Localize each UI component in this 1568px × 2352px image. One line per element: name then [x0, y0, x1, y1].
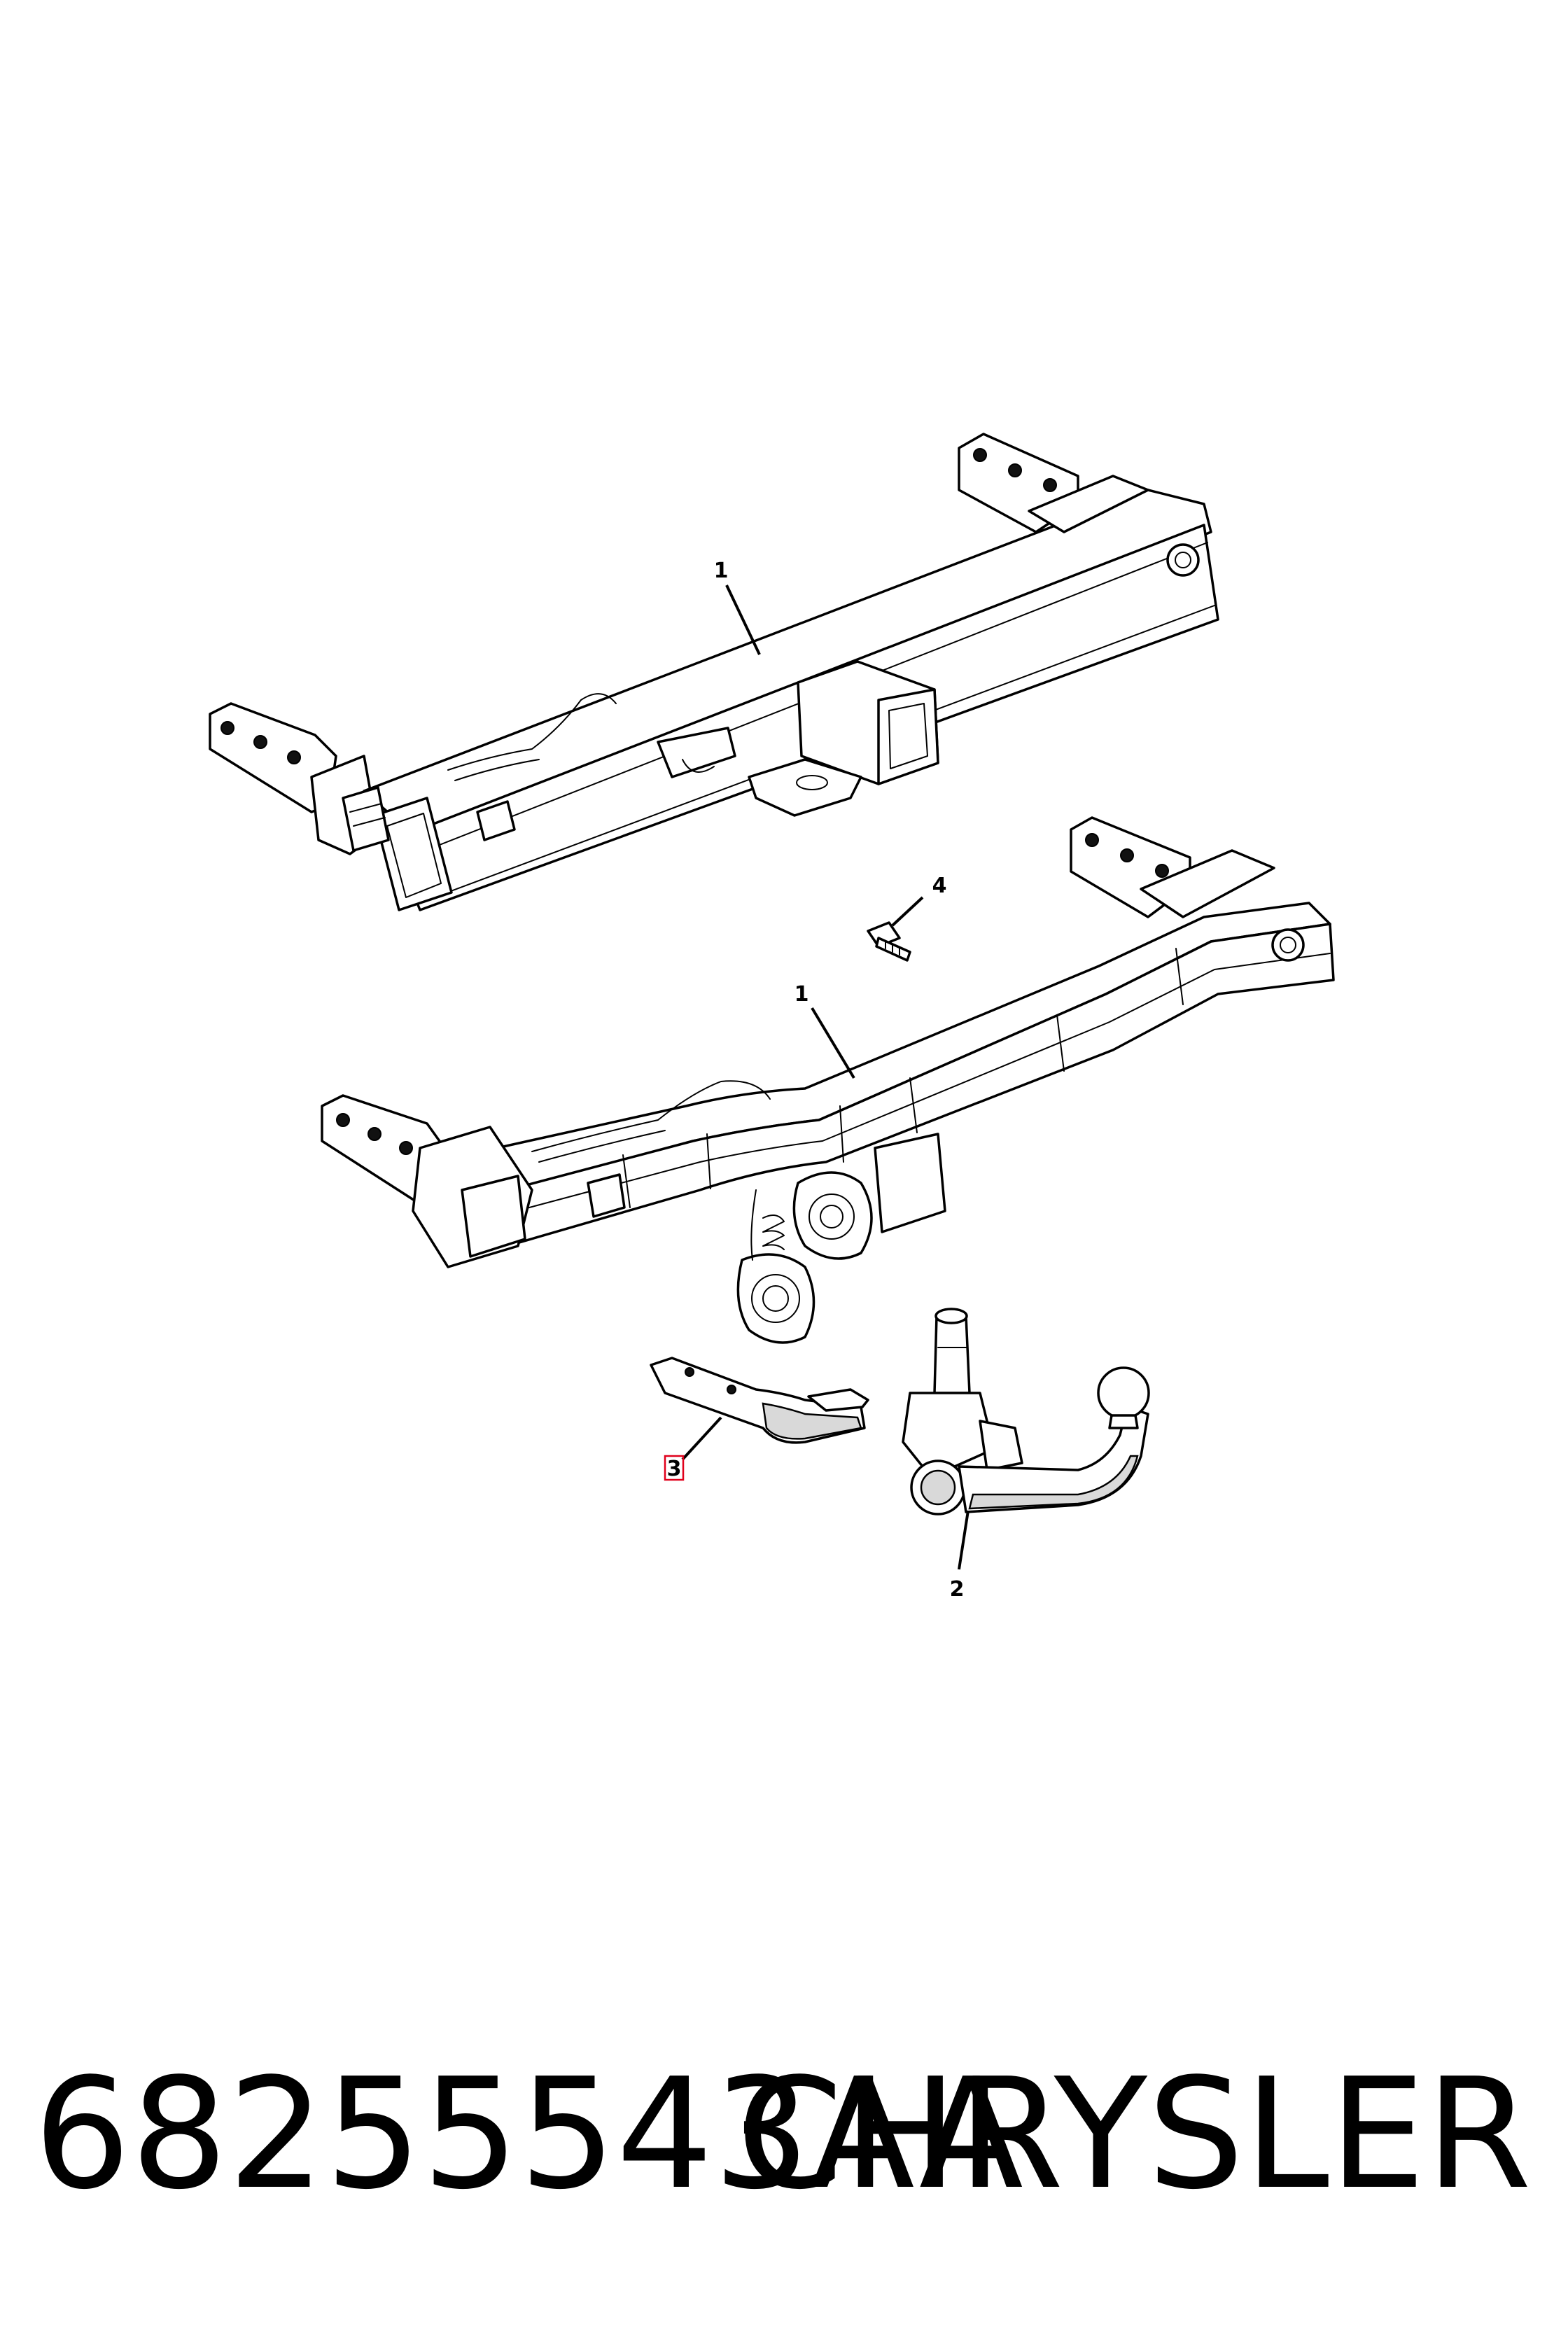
- callout-label-hook-bracket: 3: [667, 1457, 682, 1481]
- callout-label-lower-hitch-frame: 1: [794, 982, 809, 1007]
- part-number: 68255543AA: [34, 2046, 1023, 2223]
- callout-leader-hook-bracket: [681, 1416, 722, 1461]
- brand-name: CHRYSLER: [736, 2046, 1532, 2223]
- callout-label-upper-hitch-frame: 1: [714, 559, 729, 583]
- footer: 68255543AA CHRYSLER: [0, 2044, 1568, 2226]
- callout-highlight-box: [664, 1455, 685, 1481]
- lower-hitch-frame-drawing: [321, 816, 1335, 1344]
- tow-ball-assembly-drawing: [902, 1308, 1150, 1516]
- callout-label-bolt: 4: [932, 874, 947, 898]
- callout-leader-lower-frame: [811, 1007, 855, 1079]
- upper-hitch-frame-drawing: [209, 433, 1219, 911]
- bolt-drawing: [867, 921, 911, 962]
- callout-leader-bolt: [891, 896, 924, 927]
- callout-leader-tow-ball: [958, 1510, 969, 1570]
- hook-bracket-drawing: [650, 1357, 869, 1444]
- callout-leader-upper-frame: [725, 584, 761, 655]
- callout-label-tow-ball-assembly: 2: [950, 1577, 965, 1602]
